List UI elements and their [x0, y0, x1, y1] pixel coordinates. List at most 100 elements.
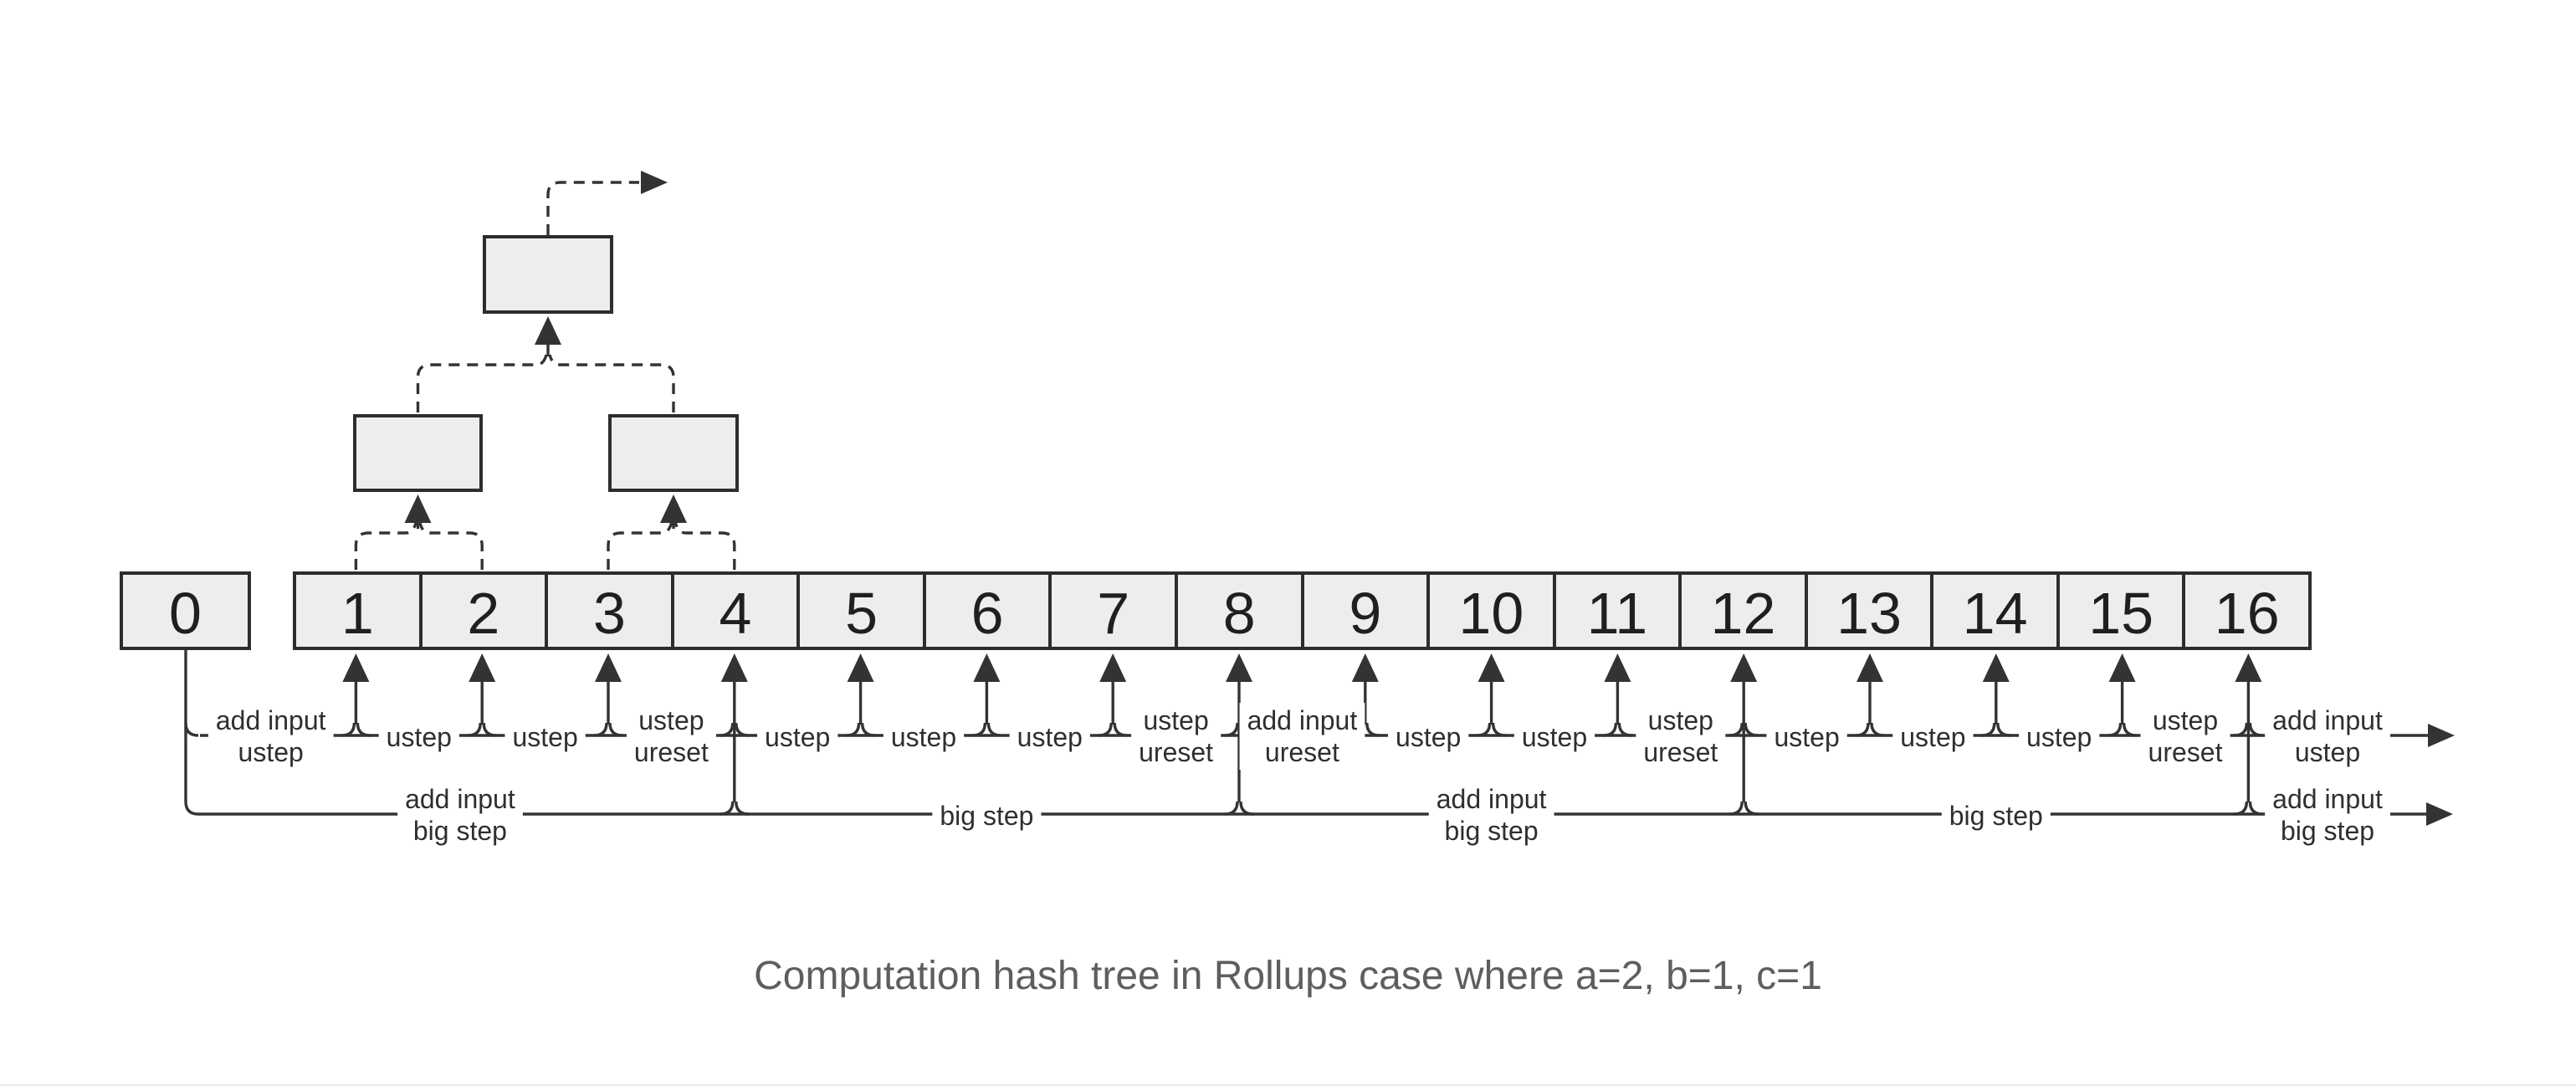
label-backdrop [883, 720, 965, 755]
state-cell-7: 7 [1048, 575, 1175, 647]
state-cell-6: 6 [922, 575, 1049, 647]
state-cell-10: 10 [1426, 575, 1553, 647]
label-backdrop [378, 720, 459, 755]
step-label-text: ustep [638, 705, 704, 735]
up-arrowhead-icon [2235, 653, 2262, 682]
state-cell-14: 14 [1930, 575, 2056, 647]
state-cell-0: 0 [120, 571, 251, 650]
label-backdrop [932, 798, 1042, 833]
step-label-text: ustep [1522, 722, 1587, 752]
step-label-text: ureset [634, 737, 709, 767]
state-cell-5: 5 [796, 575, 923, 647]
step-label: ustep [2019, 720, 2100, 755]
state-cell-9: 9 [1300, 575, 1427, 647]
up-arrowhead-icon [1856, 653, 1883, 682]
up-arrowhead-icon [595, 653, 622, 682]
label-backdrop [1009, 720, 1090, 755]
step-label-text: ustep [765, 722, 830, 752]
step-label: ustep [757, 720, 838, 755]
step-label: ustep [378, 720, 459, 755]
label-backdrop [397, 781, 523, 848]
label-backdrop [2265, 703, 2390, 770]
label-backdrop [504, 720, 586, 755]
step-label-text: add input [405, 784, 515, 814]
up-arrowhead-icon [469, 653, 496, 682]
step-label-text: ustep [1143, 705, 1208, 735]
label-backdrop [2019, 720, 2100, 755]
label-backdrop [1636, 703, 1726, 770]
up-arrowhead-icon [2108, 653, 2136, 682]
up-arrowhead-icon [535, 316, 561, 345]
step-label-text: ustep [1900, 722, 1965, 752]
step-label-text: ustep [1648, 705, 1713, 735]
state-cell-1: 1 [296, 575, 419, 647]
step-label-text: big step [2281, 816, 2374, 846]
step-label-text: add input [1437, 784, 1547, 814]
state-cell-11: 11 [1552, 575, 1679, 647]
up-arrowhead-icon [973, 653, 1001, 682]
bottom-divider [0, 1084, 2576, 1086]
step-label-text: ureset [1643, 737, 1718, 767]
arrowheads [342, 171, 2455, 826]
step-label-text: ureset [1265, 737, 1339, 767]
state-cell-3: 3 [545, 575, 671, 647]
label-backdrop [1428, 781, 1554, 848]
step-label-text: add input [1247, 705, 1358, 735]
step-label-text: big step [413, 816, 507, 846]
label-backdrop [1892, 720, 1974, 755]
step-label: ustep [883, 720, 965, 755]
label-backdrop [2140, 703, 2230, 770]
up-arrowhead-icon [1226, 653, 1252, 682]
step-label: ustep [1513, 720, 1595, 755]
step-label: ustep [504, 720, 586, 755]
label-backdrop [1131, 703, 1221, 770]
step-label: ustep [1388, 720, 1469, 755]
state-cell-16: 16 [2182, 575, 2308, 647]
up-arrowhead-icon [1982, 653, 2010, 682]
step-label-text: ureset [2148, 737, 2223, 767]
step-label: ustep [1009, 720, 1090, 755]
label-backdrop [1388, 720, 1469, 755]
label-backdrop [207, 703, 334, 770]
step-label-text: ustep [1774, 722, 1839, 752]
step-label-text: ureset [1139, 737, 1213, 767]
up-arrowhead-icon [1351, 653, 1379, 682]
step-label: big step [1941, 798, 2051, 833]
up-arrowhead-icon [1477, 653, 1505, 682]
up-arrowhead-icon [1730, 653, 1758, 682]
up-arrowhead-icon [1604, 653, 1631, 682]
up-arrowhead-icon [720, 653, 748, 682]
state-cell-2: 2 [418, 575, 545, 647]
step-label-text: ustep [891, 722, 956, 752]
step-label-text: ustep [1017, 722, 1083, 752]
caption: Computation hash tree in Rollups case wh… [754, 954, 1822, 998]
left-hash-node [353, 414, 483, 492]
step-label-text: ustep [512, 722, 577, 752]
label-backdrop [1941, 798, 2051, 833]
step-label: ustep [1766, 720, 1847, 755]
label-backdrop [757, 720, 838, 755]
step-label-text: ustep [1396, 722, 1461, 752]
root-hash-node [483, 235, 613, 314]
right-arrowhead-icon [641, 171, 668, 194]
right-arrowhead-icon [2428, 724, 2455, 747]
step-label-text: big step [1445, 816, 1539, 846]
label-backdrop [2265, 781, 2390, 848]
step-label-text: ustep [2153, 705, 2218, 735]
label-backdrop [626, 703, 716, 770]
up-arrowhead-icon [660, 494, 687, 523]
up-arrowhead-icon [847, 653, 874, 682]
step-label-text: ustep [2026, 722, 2092, 752]
